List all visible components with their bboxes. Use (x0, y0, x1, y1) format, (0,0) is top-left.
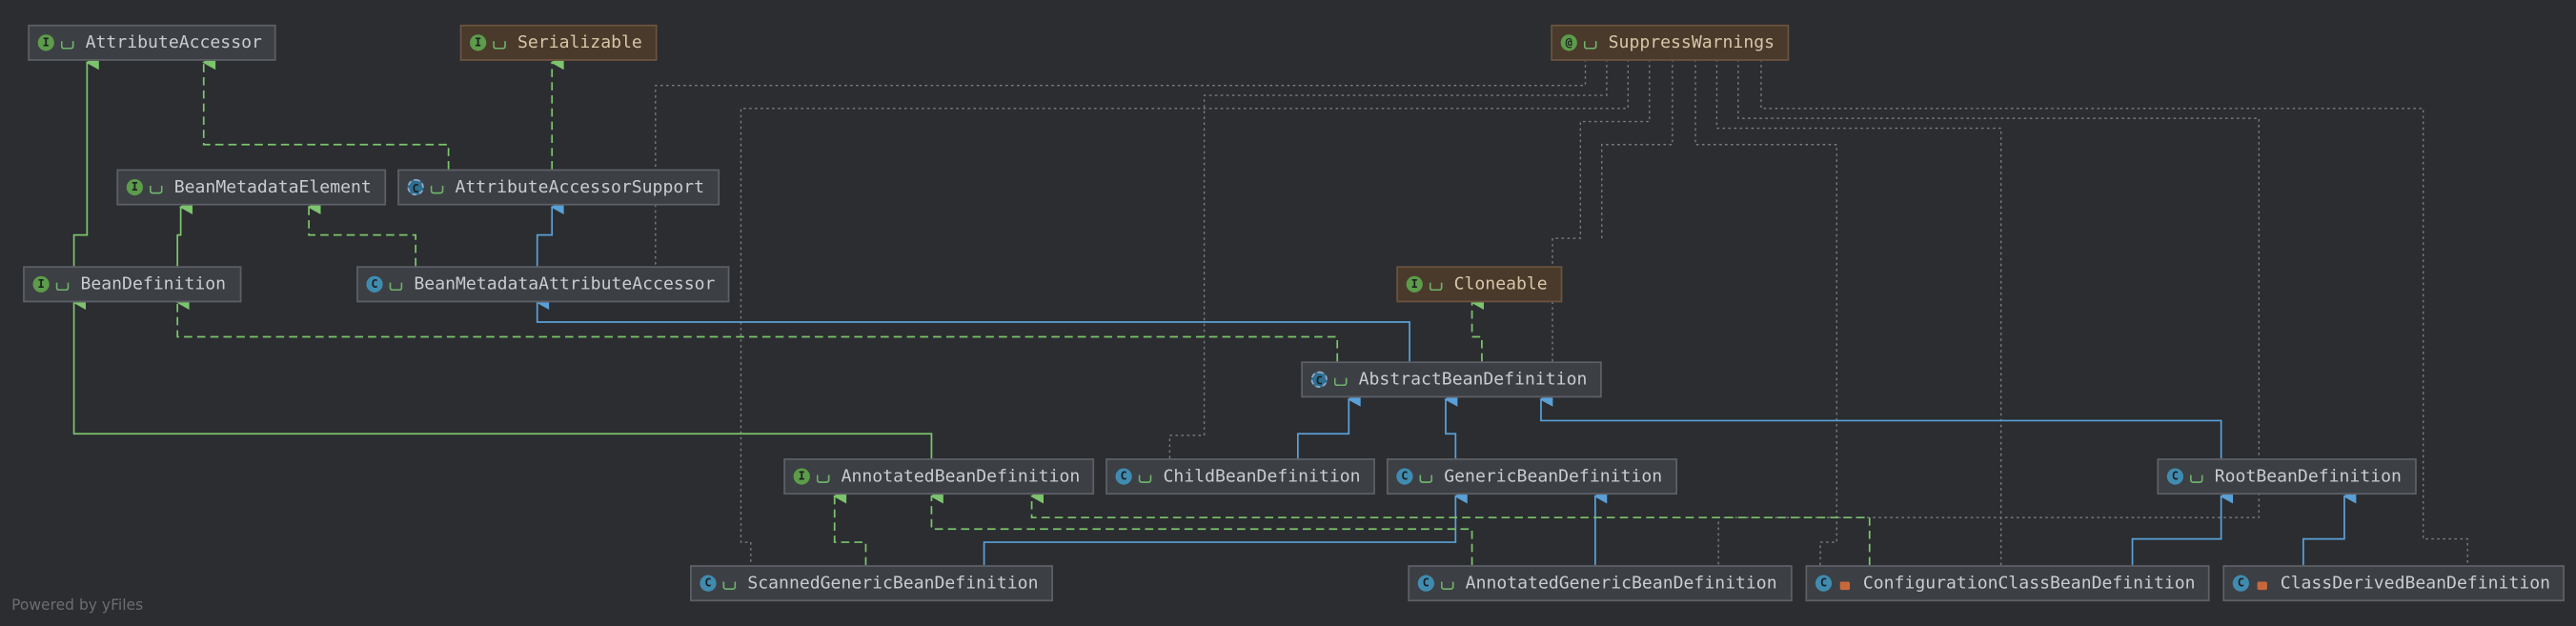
node-label: ChildBeanDefinition (1163, 466, 1361, 487)
public-icon (59, 35, 74, 50)
node-bean-metadata-attribute-accessor[interactable]: C BeanMetadataAttributeAccessor (356, 266, 730, 303)
interface-icon: I (1406, 275, 1423, 293)
node-label: GenericBeanDefinition (1444, 466, 1663, 487)
public-icon (54, 277, 70, 293)
class-icon: C (1417, 575, 1434, 592)
public-icon (815, 469, 830, 484)
node-label: SuppressWarnings (1608, 32, 1775, 53)
public-icon (1137, 469, 1152, 484)
node-cloneable[interactable]: I Cloneable (1396, 266, 1563, 303)
public-icon (1582, 35, 1597, 50)
node-label: BeanDefinition (80, 273, 227, 294)
class-icon: C (366, 275, 383, 293)
abstract-class-icon: C (407, 178, 424, 196)
node-label: BeanMetadataAttributeAccessor (414, 273, 716, 294)
node-label: Cloneable (1453, 273, 1548, 294)
node-annotated-bean-definition[interactable]: I AnnotatedBeanDefinition (783, 458, 1095, 495)
package-private-icon (2254, 576, 2269, 591)
public-icon (388, 277, 403, 293)
interface-icon: I (37, 34, 54, 51)
node-root-bean-definition[interactable]: C RootBeanDefinition (2157, 458, 2417, 495)
node-attribute-accessor[interactable]: I AttributeAccessor (28, 24, 277, 61)
node-label: ConfigurationClassBeanDefinition (1862, 573, 2196, 594)
node-generic-bean-definition[interactable]: C GenericBeanDefinition (1386, 458, 1677, 495)
public-icon (148, 180, 163, 195)
node-configuration-class-bean-definition[interactable]: C ConfigurationClassBeanDefinition (1805, 565, 2211, 602)
node-child-bean-definition[interactable]: C ChildBeanDefinition (1105, 458, 1376, 495)
node-label: AnnotatedBeanDefinition (841, 466, 1081, 487)
class-icon: C (1815, 575, 1833, 592)
powered-by-footer: Powered by yFiles (11, 597, 144, 615)
node-annotated-generic-bean-definition[interactable]: C AnnotatedGenericBeanDefinition (1408, 565, 1793, 602)
node-label: AttributeAccessorSupport (455, 177, 705, 197)
node-bean-definition[interactable]: I BeanDefinition (23, 266, 241, 303)
interface-extends-edges (72, 54, 933, 459)
class-icon: C (2232, 575, 2249, 592)
class-icon: C (1115, 468, 1132, 485)
public-icon (429, 180, 444, 195)
node-class-derived-bean-definition[interactable]: C ClassDerivedBeanDefinition (2222, 565, 2566, 602)
node-label: Serializable (517, 32, 642, 53)
class-icon: C (700, 575, 717, 592)
node-label: BeanMetadataElement (173, 177, 372, 197)
public-icon (721, 576, 737, 591)
node-abstract-bean-definition[interactable]: C AbstractBeanDefinition (1301, 361, 1602, 398)
node-label: AttributeAccessor (85, 32, 262, 53)
class-icon: C (1396, 468, 1413, 485)
public-icon (1439, 576, 1454, 591)
public-icon (2188, 469, 2203, 484)
abstract-class-icon: C (1310, 371, 1328, 388)
node-serializable[interactable]: I Serializable (459, 24, 658, 61)
annotation-icon: @ (1560, 34, 1577, 51)
node-label: RootBeanDefinition (2214, 466, 2402, 487)
public-icon (1428, 277, 1443, 293)
public-icon (1332, 373, 1348, 388)
node-attribute-accessor-support[interactable]: C AttributeAccessorSupport (397, 169, 720, 206)
interface-icon: I (32, 275, 50, 293)
public-icon (1418, 469, 1433, 484)
node-label: AnnotatedGenericBeanDefinition (1465, 573, 1777, 594)
node-bean-metadata-element[interactable]: I BeanMetadataElement (116, 169, 387, 206)
node-label: AbstractBeanDefinition (1358, 369, 1588, 390)
node-label: ScannedGenericBeanDefinition (747, 573, 1039, 594)
node-suppress-warnings[interactable]: @ SuppressWarnings (1551, 24, 1790, 61)
node-label: ClassDerivedBeanDefinition (2280, 573, 2551, 594)
interface-icon: I (470, 34, 487, 51)
interface-icon: I (793, 468, 810, 485)
node-scanned-generic-bean-definition[interactable]: C ScannedGenericBeanDefinition (690, 565, 1054, 602)
interface-icon: I (126, 178, 143, 196)
package-private-icon (1836, 576, 1852, 591)
class-icon: C (2166, 468, 2183, 485)
extends-edges (536, 199, 2357, 566)
public-icon (491, 35, 506, 50)
